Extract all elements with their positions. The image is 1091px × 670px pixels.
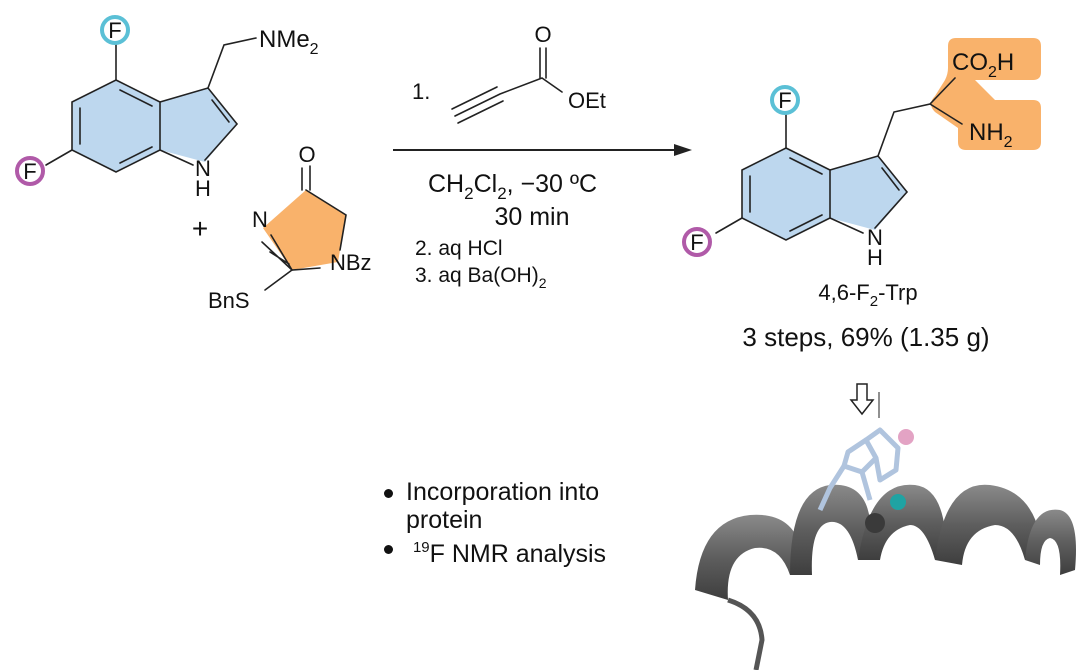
fluorine-atom-pink: [898, 429, 914, 445]
nbz-label: NBz: [330, 250, 372, 275]
solvent-temp: CH2Cl2, −30 ºC: [428, 170, 597, 203]
application-bullets: Incorporation into protein 19F NMR analy…: [382, 478, 606, 568]
down-arrow-icon: [849, 383, 880, 418]
helix-turn-1: [695, 514, 800, 600]
helix-turn-2: [790, 484, 870, 575]
product-n-label: N: [867, 225, 883, 250]
fluorine-atom-teal: [890, 494, 906, 510]
nme2-label: NMe2: [259, 26, 319, 58]
reaction-time: 30 min: [494, 203, 569, 231]
ring-n-label: N: [252, 207, 268, 232]
product-name: 4,6-F2-Trp: [818, 280, 917, 310]
imidazolone-fill: [263, 190, 346, 270]
indole-n-label: N: [195, 156, 211, 181]
bns-label: BnS: [208, 288, 250, 313]
fluorine-6-highlight: [15, 156, 45, 186]
plus-sign: +: [192, 213, 208, 244]
bullet-item: Incorporation into: [382, 478, 606, 506]
protein-helix-illustration: [695, 427, 1076, 670]
reaction-arrow-head: [674, 144, 692, 156]
product-benzene-fill: [742, 148, 830, 240]
oet-label: OEt: [568, 88, 606, 113]
reaction-conditions: 1. O OEt CH2Cl2, −30 ºC 30 min 2. aq HCl…: [393, 22, 692, 291]
fluorine-6-label: F: [23, 159, 36, 184]
product-difluorotryptophan: F F CO2H NH2 N H 4,6-F2-Trp 3 steps, 69%…: [682, 38, 1041, 352]
product-fluorine-4-label: F: [778, 88, 791, 113]
step3-label: 3. aq Ba(OH)2: [415, 264, 547, 291]
fluorine-4-highlight: [100, 15, 130, 45]
helix-turn-5: [1025, 509, 1076, 575]
co2h-label: CO2H: [952, 49, 1014, 81]
product-yield: 3 steps, 69% (1.35 g): [742, 322, 989, 352]
bullet-item-continuation: protein: [406, 506, 483, 534]
product-fluorine-4-highlight: [770, 85, 800, 115]
fluorine-4-label: F: [108, 18, 121, 43]
reactant-indole: F F NMe2 N H: [15, 15, 319, 201]
product-fluorine-6-highlight: [682, 227, 712, 257]
product-fluorine-6-label: F: [690, 230, 703, 255]
ester-o-label: O: [534, 22, 551, 47]
helix-tail: [727, 597, 765, 670]
bullet-item: 19F NMR analysis: [382, 534, 606, 568]
helix-turn-4: [935, 484, 1040, 565]
tryptophan-stick-model: [817, 427, 901, 512]
bullet-dot: [384, 545, 393, 554]
nh2-label: NH2: [969, 119, 1013, 151]
helix-turn-3: [858, 484, 945, 560]
step2-label: 2. aq HCl: [415, 237, 503, 260]
indole-h-label: H: [195, 176, 211, 201]
indole-benzene-fill: [72, 80, 160, 172]
reactant-imidazolone: O N NBz BnS: [208, 142, 372, 313]
carbonyl-o-label: O: [298, 142, 315, 167]
step1-label: 1.: [412, 79, 430, 104]
product-h-label: H: [867, 245, 883, 270]
bullet-dot: [384, 489, 393, 498]
